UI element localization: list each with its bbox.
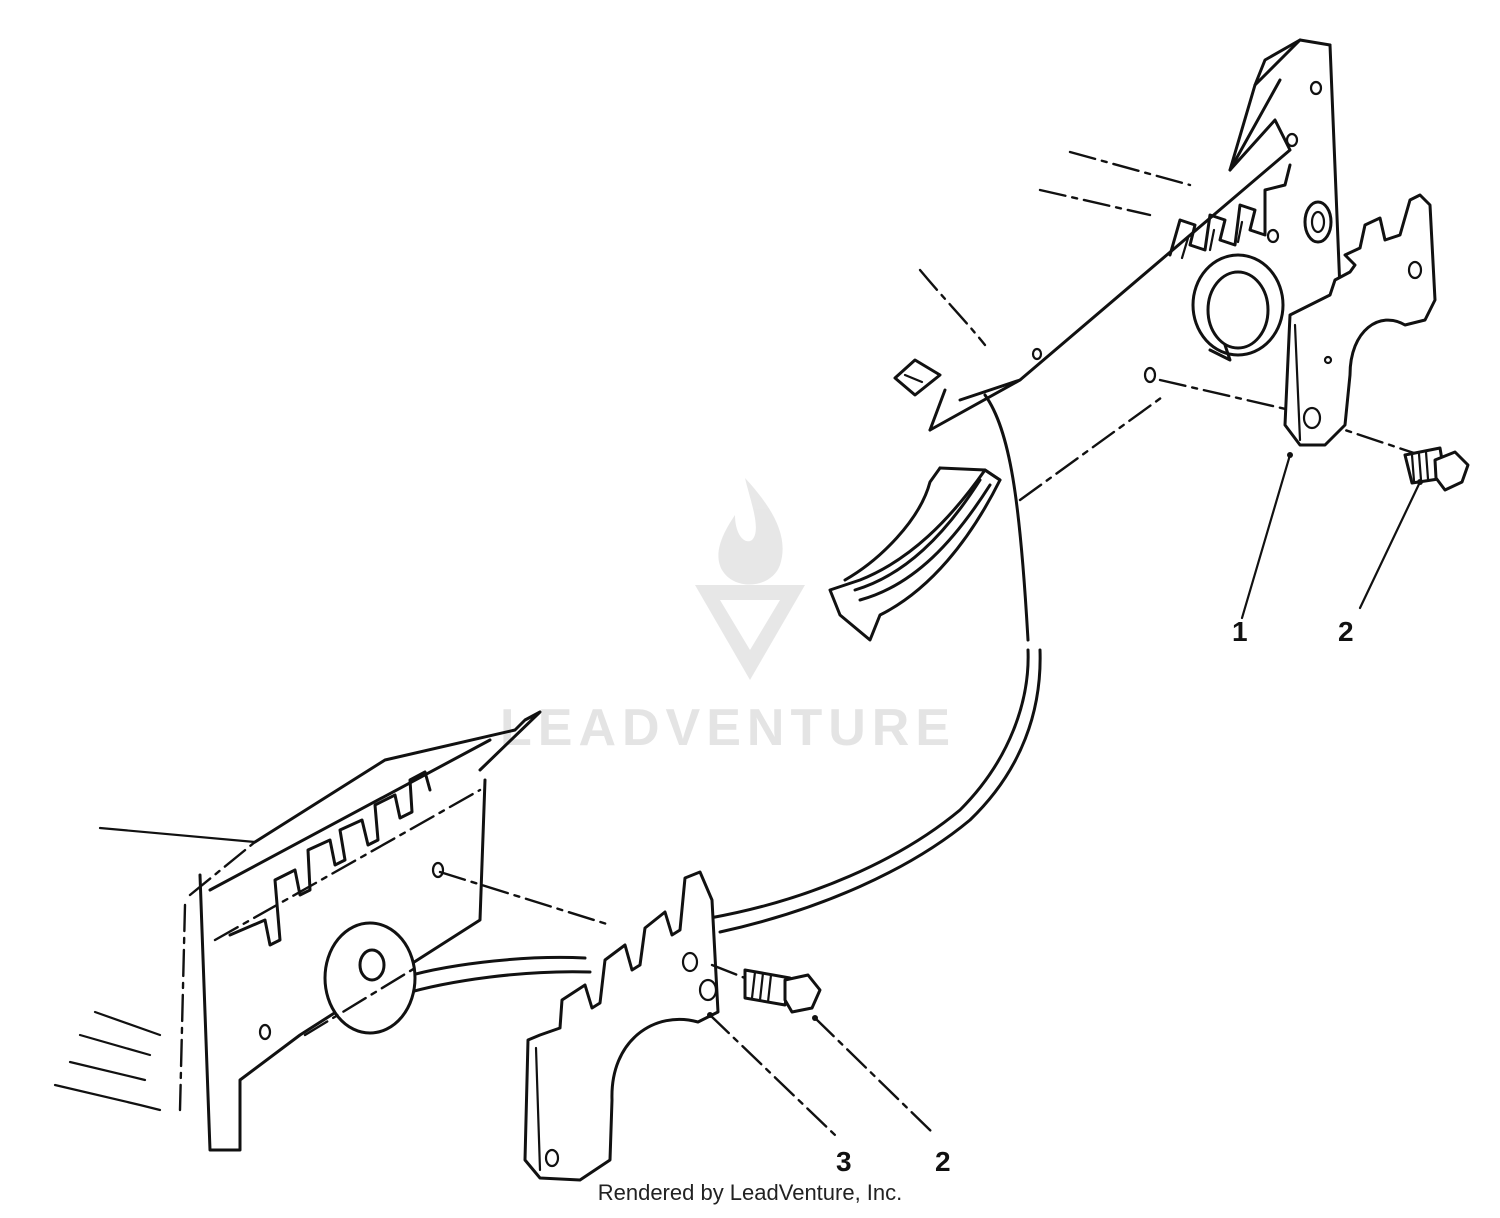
adjustment-plate-top bbox=[1283, 193, 1437, 447]
callout-2-top-label: 2 bbox=[1338, 616, 1354, 647]
leader-line-2-top bbox=[1358, 480, 1422, 610]
handle-bracket bbox=[828, 466, 1002, 642]
callout-1-label: 1 bbox=[1232, 616, 1248, 647]
leader-line-2-bottom bbox=[813, 1016, 937, 1137]
callout-3-label: 3 bbox=[836, 1146, 852, 1177]
bolt-bottom bbox=[710, 963, 822, 1014]
leader-line-3 bbox=[708, 1013, 837, 1137]
watermark-text: LEADVENTURE bbox=[500, 699, 956, 757]
adjustment-plate-bottom bbox=[523, 870, 720, 1182]
watermark-logo bbox=[695, 478, 805, 680]
bolt-top bbox=[1403, 446, 1470, 492]
callout-2-bottom-label: 2 bbox=[935, 1146, 951, 1177]
footer-credit: Rendered by LeadVenture, Inc. bbox=[597, 1180, 903, 1205]
deck-housing-bottom bbox=[53, 710, 612, 1152]
leader-line-1 bbox=[1240, 453, 1292, 620]
deck-housing-top bbox=[893, 38, 1422, 642]
